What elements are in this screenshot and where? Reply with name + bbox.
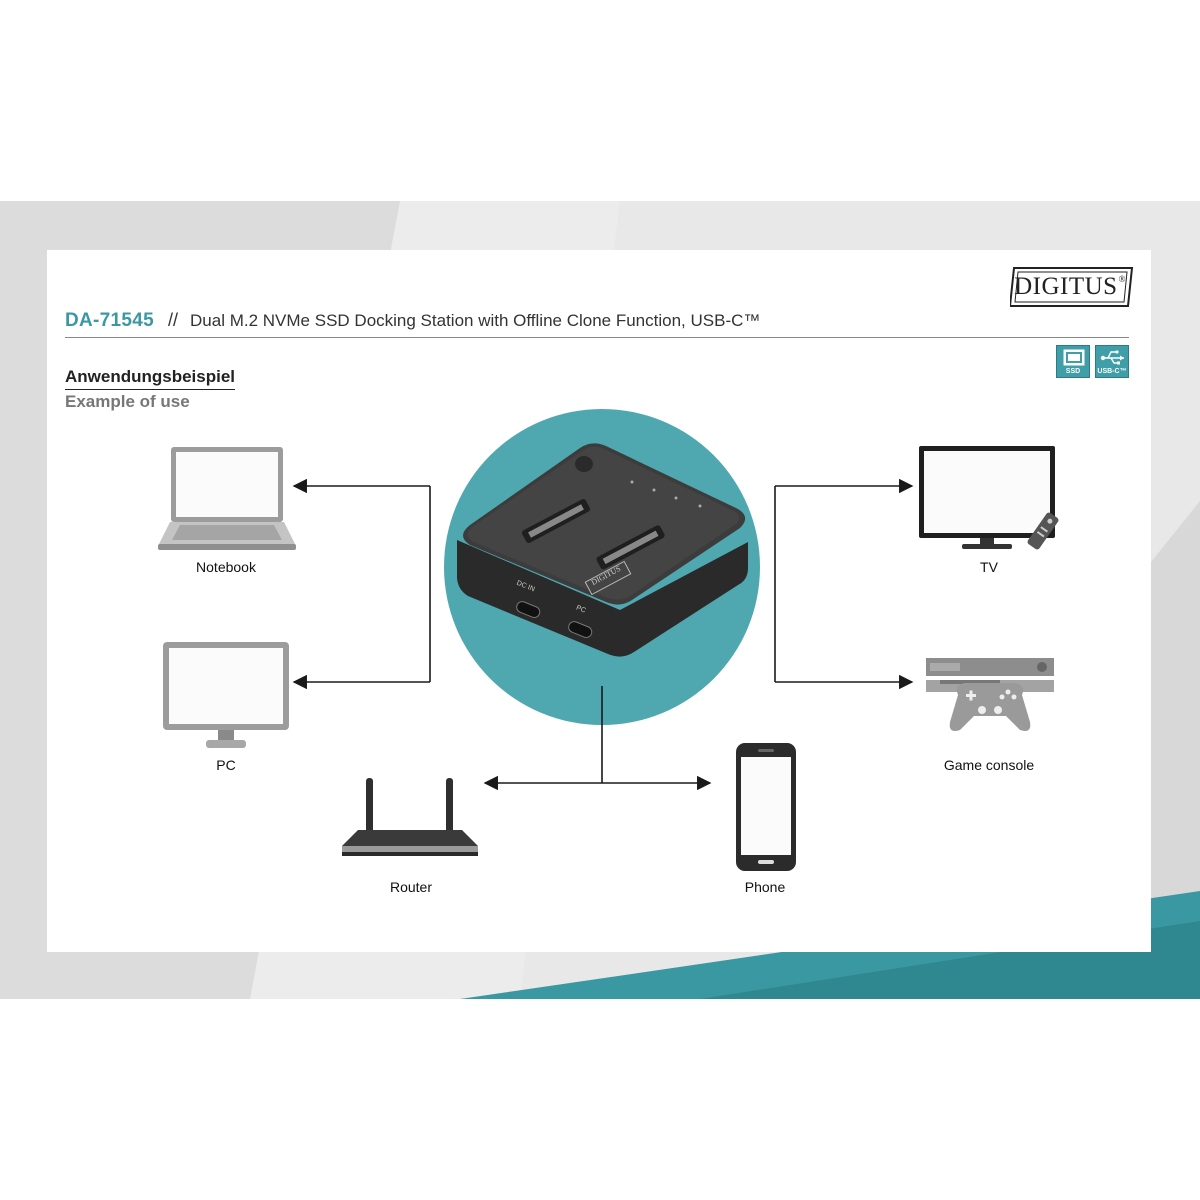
connection-lines bbox=[292, 478, 914, 791]
section-heading-english: Example of use bbox=[65, 392, 190, 411]
header-separator: // bbox=[168, 310, 179, 330]
tv-icon bbox=[919, 446, 1059, 550]
digitus-logo bbox=[1010, 267, 1134, 307]
ssd-icon bbox=[1063, 349, 1085, 366]
section-heading-german: Anwendungsbeispiel bbox=[65, 367, 236, 390]
notebook-icon bbox=[158, 447, 296, 550]
product-title: Dual M.2 NVMe SSD Docking Station with O… bbox=[190, 311, 761, 330]
pc-monitor-icon bbox=[163, 642, 289, 748]
game-console-icon bbox=[926, 658, 1054, 731]
product-code: DA-71545 bbox=[65, 310, 155, 331]
usb-c-feature-badge: USB-C™ bbox=[1095, 345, 1129, 378]
ssd-feature-badge: SSD bbox=[1056, 345, 1090, 378]
header: DA-71545 // Dual M.2 NVMe SSD Docking St… bbox=[65, 310, 760, 332]
pc-label: PC bbox=[216, 757, 236, 773]
logo-text: DIGITUS® bbox=[1014, 273, 1126, 300]
notebook-label: Notebook bbox=[196, 559, 256, 575]
router-label: Router bbox=[389, 879, 433, 895]
docking-station bbox=[457, 443, 748, 657]
router-icon bbox=[342, 778, 478, 856]
tv-label: TV bbox=[980, 559, 998, 575]
phone-icon bbox=[736, 743, 796, 871]
game-console-label: Game console bbox=[943, 757, 1035, 773]
header-divider bbox=[65, 337, 1129, 338]
usb-icon bbox=[1100, 350, 1124, 365]
phone-label: Phone bbox=[744, 879, 786, 895]
